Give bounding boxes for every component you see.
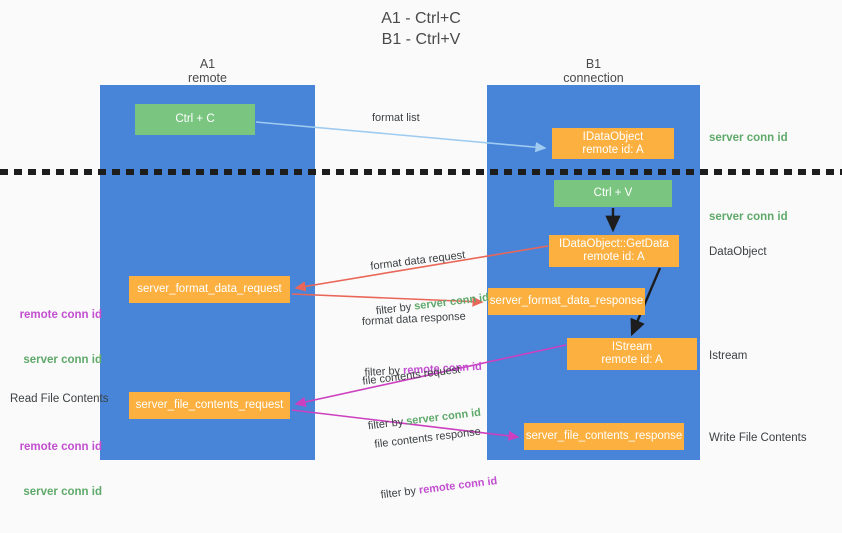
note-remote-conn-id: remote conn id [19,309,102,321]
note-conn-ids-format: remote conn id server conn id [10,278,102,398]
node-istream[interactable]: IStream remote id: A [567,338,697,370]
note-remote-conn-id: remote conn id [19,441,102,453]
note-server-conn-id-top: server conn id [709,132,788,144]
note-istream: Istream [709,350,748,362]
note-server-conn-id: server conn id [23,486,102,498]
node-ctrl-v[interactable]: Ctrl + V [554,180,672,207]
node-idataobject-getdata[interactable]: IDataObject::GetData remote id: A [549,235,679,267]
edge-label-format-list: format list [372,112,420,124]
diagram-canvas: A1 - Ctrl+C B1 - Ctrl+V A1 remote B1 con… [0,10,842,501]
lane-header-a1: A1 remote [188,57,227,85]
edge-label-line: file contents response [373,425,482,451]
edge-label-line: format data request [369,249,466,273]
node-server-file-contents-request[interactable]: server_file_contents_request [129,392,290,419]
node-idataobject[interactable]: IDataObject remote id: A [552,128,674,159]
edge-label-line: format data response [361,310,467,328]
note-read-file-contents: Read File Contents [10,393,109,405]
note-write-file-contents: Write File Contents [709,432,807,444]
lane-header-b1: B1 connection [563,57,624,85]
filter-prefix: filter by [379,484,420,502]
note-dataobject: DataObject [709,246,767,258]
edge-label-filter-line: filter by remote conn id [380,474,498,503]
filter-value-remote-conn-id: remote conn id [418,475,498,497]
note-server-conn-id: server conn id [23,354,102,366]
page-title: A1 - Ctrl+C B1 - Ctrl+V [381,10,461,48]
note-server-conn-id-mid: server conn id [709,211,788,223]
note-conn-ids-file: remote conn id server conn id [10,410,102,530]
edge-label-file-contents-response: file contents response filter by remote … [370,394,502,533]
node-server-format-data-response[interactable]: server_format_data_response [488,288,645,315]
node-server-format-data-request[interactable]: server_format_data_request [129,276,290,303]
edge-label-line: file contents request [361,363,461,388]
node-ctrl-c[interactable]: Ctrl + C [135,104,255,135]
phase-separator-dashed-line [0,169,842,175]
node-server-file-contents-response[interactable]: server_file_contents_response [524,423,684,450]
